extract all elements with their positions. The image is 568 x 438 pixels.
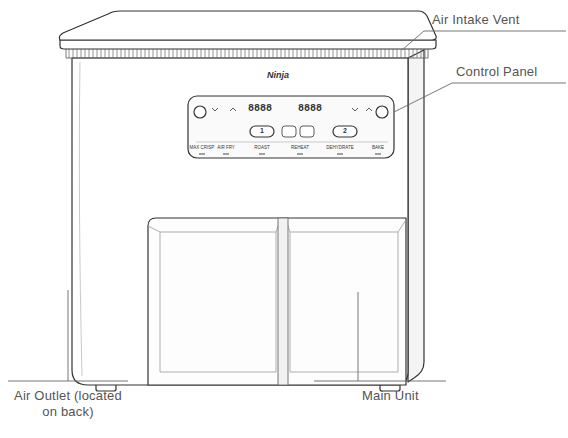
leader-line bbox=[402, 31, 566, 50]
zone-button bbox=[250, 126, 274, 137]
power-button bbox=[194, 106, 206, 118]
mode-label: DEHYDRATE bbox=[325, 145, 355, 150]
leader-line bbox=[394, 83, 566, 112]
divider bbox=[278, 218, 288, 385]
leader-line bbox=[8, 290, 128, 381]
arrow-buttons bbox=[212, 108, 372, 111]
basket-opening bbox=[148, 218, 406, 385]
mode-label: REHEAT bbox=[285, 145, 315, 150]
mode-indicators bbox=[199, 154, 381, 155]
leader-line bbox=[314, 292, 446, 381]
part-label: Air Outlet (located on back) bbox=[6, 388, 130, 419]
lid-edge bbox=[60, 40, 436, 49]
mode-label: ROAST bbox=[247, 145, 277, 150]
sync-button bbox=[376, 106, 388, 118]
mode-label: AIR FRY bbox=[211, 145, 241, 150]
mode-label: MAX CRISP bbox=[187, 145, 217, 150]
part-label: Control Panel bbox=[456, 64, 537, 80]
control-panel bbox=[188, 96, 394, 158]
basket-edges bbox=[148, 220, 406, 232]
lid-top bbox=[59, 11, 436, 40]
part-label: Main Unit bbox=[362, 388, 419, 404]
button-number: 1 bbox=[250, 127, 274, 135]
body-shading bbox=[79, 62, 82, 376]
basket bbox=[290, 232, 398, 372]
button-number: 2 bbox=[333, 127, 357, 135]
panel-button bbox=[300, 126, 314, 137]
zone-button bbox=[333, 126, 357, 137]
basket bbox=[160, 232, 276, 372]
mode-rule bbox=[196, 142, 388, 143]
mode-label: BAKE bbox=[363, 145, 393, 150]
brand-logo: Ninja bbox=[263, 70, 293, 81]
side-face bbox=[408, 50, 424, 382]
display-digits: 8888 bbox=[248, 103, 272, 115]
display-digits: 8888 bbox=[298, 103, 322, 115]
panel-button bbox=[282, 126, 296, 137]
part-label: Air Intake Vent bbox=[432, 12, 520, 28]
